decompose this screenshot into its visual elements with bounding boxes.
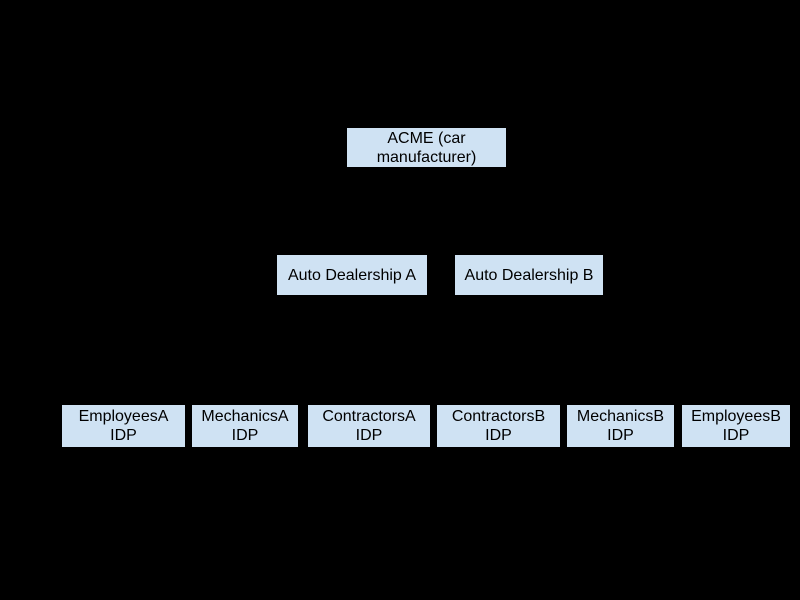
node-acme-car-manufacturer: ACME (car manufacturer) xyxy=(347,128,506,167)
node-contractors-a-idp: ContractorsA IDP xyxy=(308,405,430,447)
node-mechanics-a-idp: MechanicsA IDP xyxy=(192,405,298,447)
node-mechanics-b-idp: MechanicsB IDP xyxy=(567,405,674,447)
node-employees-b-idp: EmployeesB IDP xyxy=(682,405,790,447)
node-auto-dealership-b: Auto Dealership B xyxy=(455,255,603,295)
node-auto-dealership-a: Auto Dealership A xyxy=(277,255,427,295)
node-contractors-b-idp: ContractorsB IDP xyxy=(437,405,560,447)
node-employees-a-idp: EmployeesA IDP xyxy=(62,405,185,447)
